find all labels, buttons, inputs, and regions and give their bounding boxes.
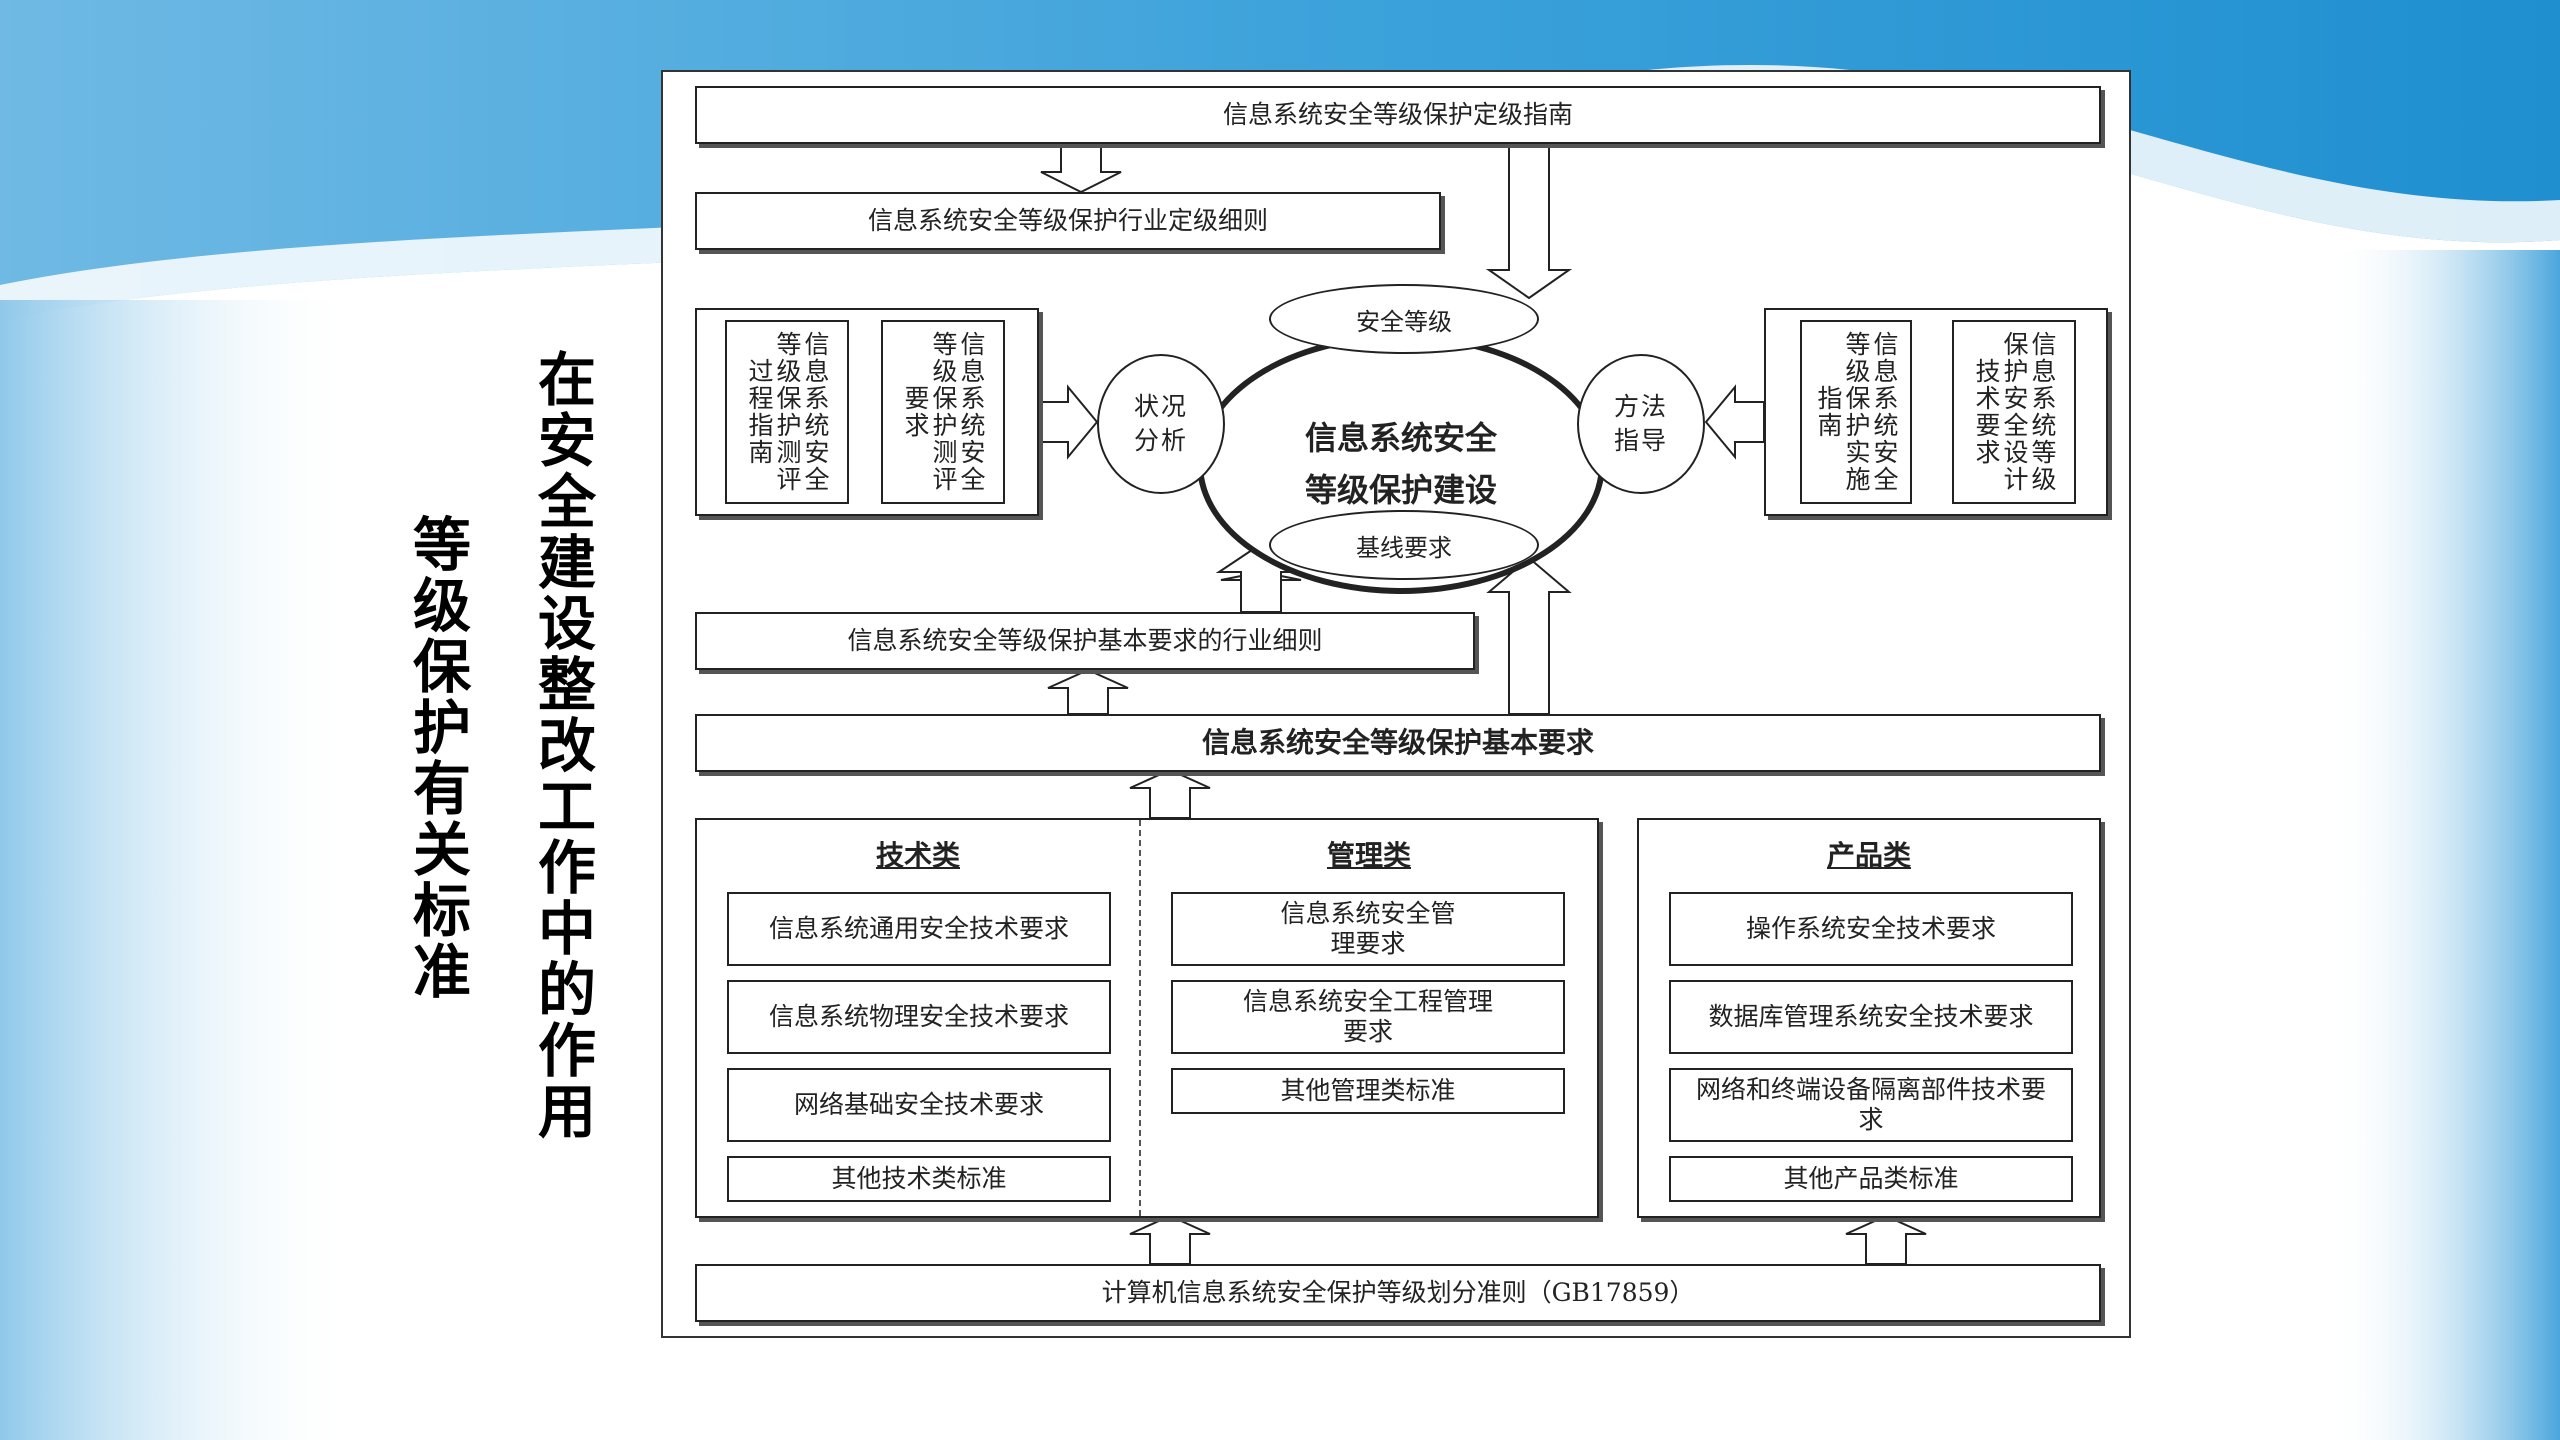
implementation-standards-group: 信息系统安全等级保护实施指南 信息系统等级保护安全设计技术要求 bbox=[1764, 308, 2108, 516]
basic-requirements-box: 信息系统安全等级保护基本要求 bbox=[695, 714, 2101, 772]
product-group: 产品类 操作系统安全技术要求 数据库管理系统安全技术要求 网络和终端设备隔离部件… bbox=[1637, 818, 2101, 1218]
product-item: 操作系统安全技术要求 bbox=[1669, 892, 2073, 966]
basic-requirements-industry-rules-box: 信息系统安全等级保护基本要求的行业细则 bbox=[695, 612, 1475, 670]
center-title-line1: 信息系统安全 bbox=[1304, 419, 1497, 457]
product-item: 其他产品类标准 bbox=[1669, 1156, 2073, 1202]
product-item: 数据库管理系统安全技术要求 bbox=[1669, 980, 2073, 1054]
tech-heading: 技术类 bbox=[875, 839, 960, 872]
tech-item: 其他技术类标准 bbox=[727, 1156, 1111, 1202]
gb17859-box: 计算机信息系统安全保护等级划分准则（GB17859） bbox=[695, 1264, 2101, 1322]
method-guidance-ellipse: 方法指导 bbox=[1577, 354, 1705, 494]
security-level-ellipse: 安全等级 bbox=[1269, 284, 1539, 354]
product-item: 网络和终端设备隔离部件技术要求 bbox=[1669, 1068, 2073, 1142]
tech-item: 信息系统物理安全技术要求 bbox=[727, 980, 1111, 1054]
tech-item: 信息系统通用安全技术要求 bbox=[727, 892, 1111, 966]
slide-subtitle-vertical: 等级保护有关标准 bbox=[412, 511, 471, 1006]
evaluation-standards-group: 信息系统安全等级保护测评过程指南 信息系统安全等级保护测评要求 bbox=[695, 308, 1039, 516]
industry-grading-rules-box: 信息系统安全等级保护行业定级细则 bbox=[695, 192, 1441, 250]
tech-management-group: 技术类 管理类 信息系统通用安全技术要求 信息系统物理安全技术要求 网络基础安全… bbox=[695, 818, 1599, 1218]
tech-item: 网络基础安全技术要求 bbox=[727, 1068, 1111, 1142]
security-design-requirements: 信息系统等级保护安全设计技术要求 bbox=[1952, 320, 2076, 504]
evaluation-process-guide: 信息系统安全等级保护测评过程指南 bbox=[725, 320, 849, 504]
management-item: 信息系统安全管理要求 bbox=[1171, 892, 1565, 966]
baseline-requirements-ellipse: 基线要求 bbox=[1269, 510, 1539, 580]
management-heading: 管理类 bbox=[1326, 839, 1411, 872]
implementation-guide: 信息系统安全等级保护实施指南 bbox=[1800, 320, 1912, 504]
product-heading: 产品类 bbox=[1826, 839, 1911, 872]
slide-title-vertical: 在安全建设整改工作中的作用 bbox=[537, 346, 596, 1146]
status-analysis-ellipse: 状况分析 bbox=[1097, 354, 1225, 494]
management-item: 其他管理类标准 bbox=[1171, 1068, 1565, 1114]
center-title-line2: 等级保护建设 bbox=[1304, 471, 1497, 509]
grading-guide-box: 信息系统安全等级保护定级指南 bbox=[695, 86, 2101, 144]
management-item: 信息系统安全工程管理要求 bbox=[1171, 980, 1565, 1054]
flow-arrows bbox=[1038, 145, 1927, 1265]
standards-diagram: 信息系统安全等级保护定级指南 信息系统安全等级保护行业定级细则 信息系统安全等级… bbox=[661, 70, 2131, 1338]
evaluation-requirements: 信息系统安全等级保护测评要求 bbox=[881, 320, 1005, 504]
